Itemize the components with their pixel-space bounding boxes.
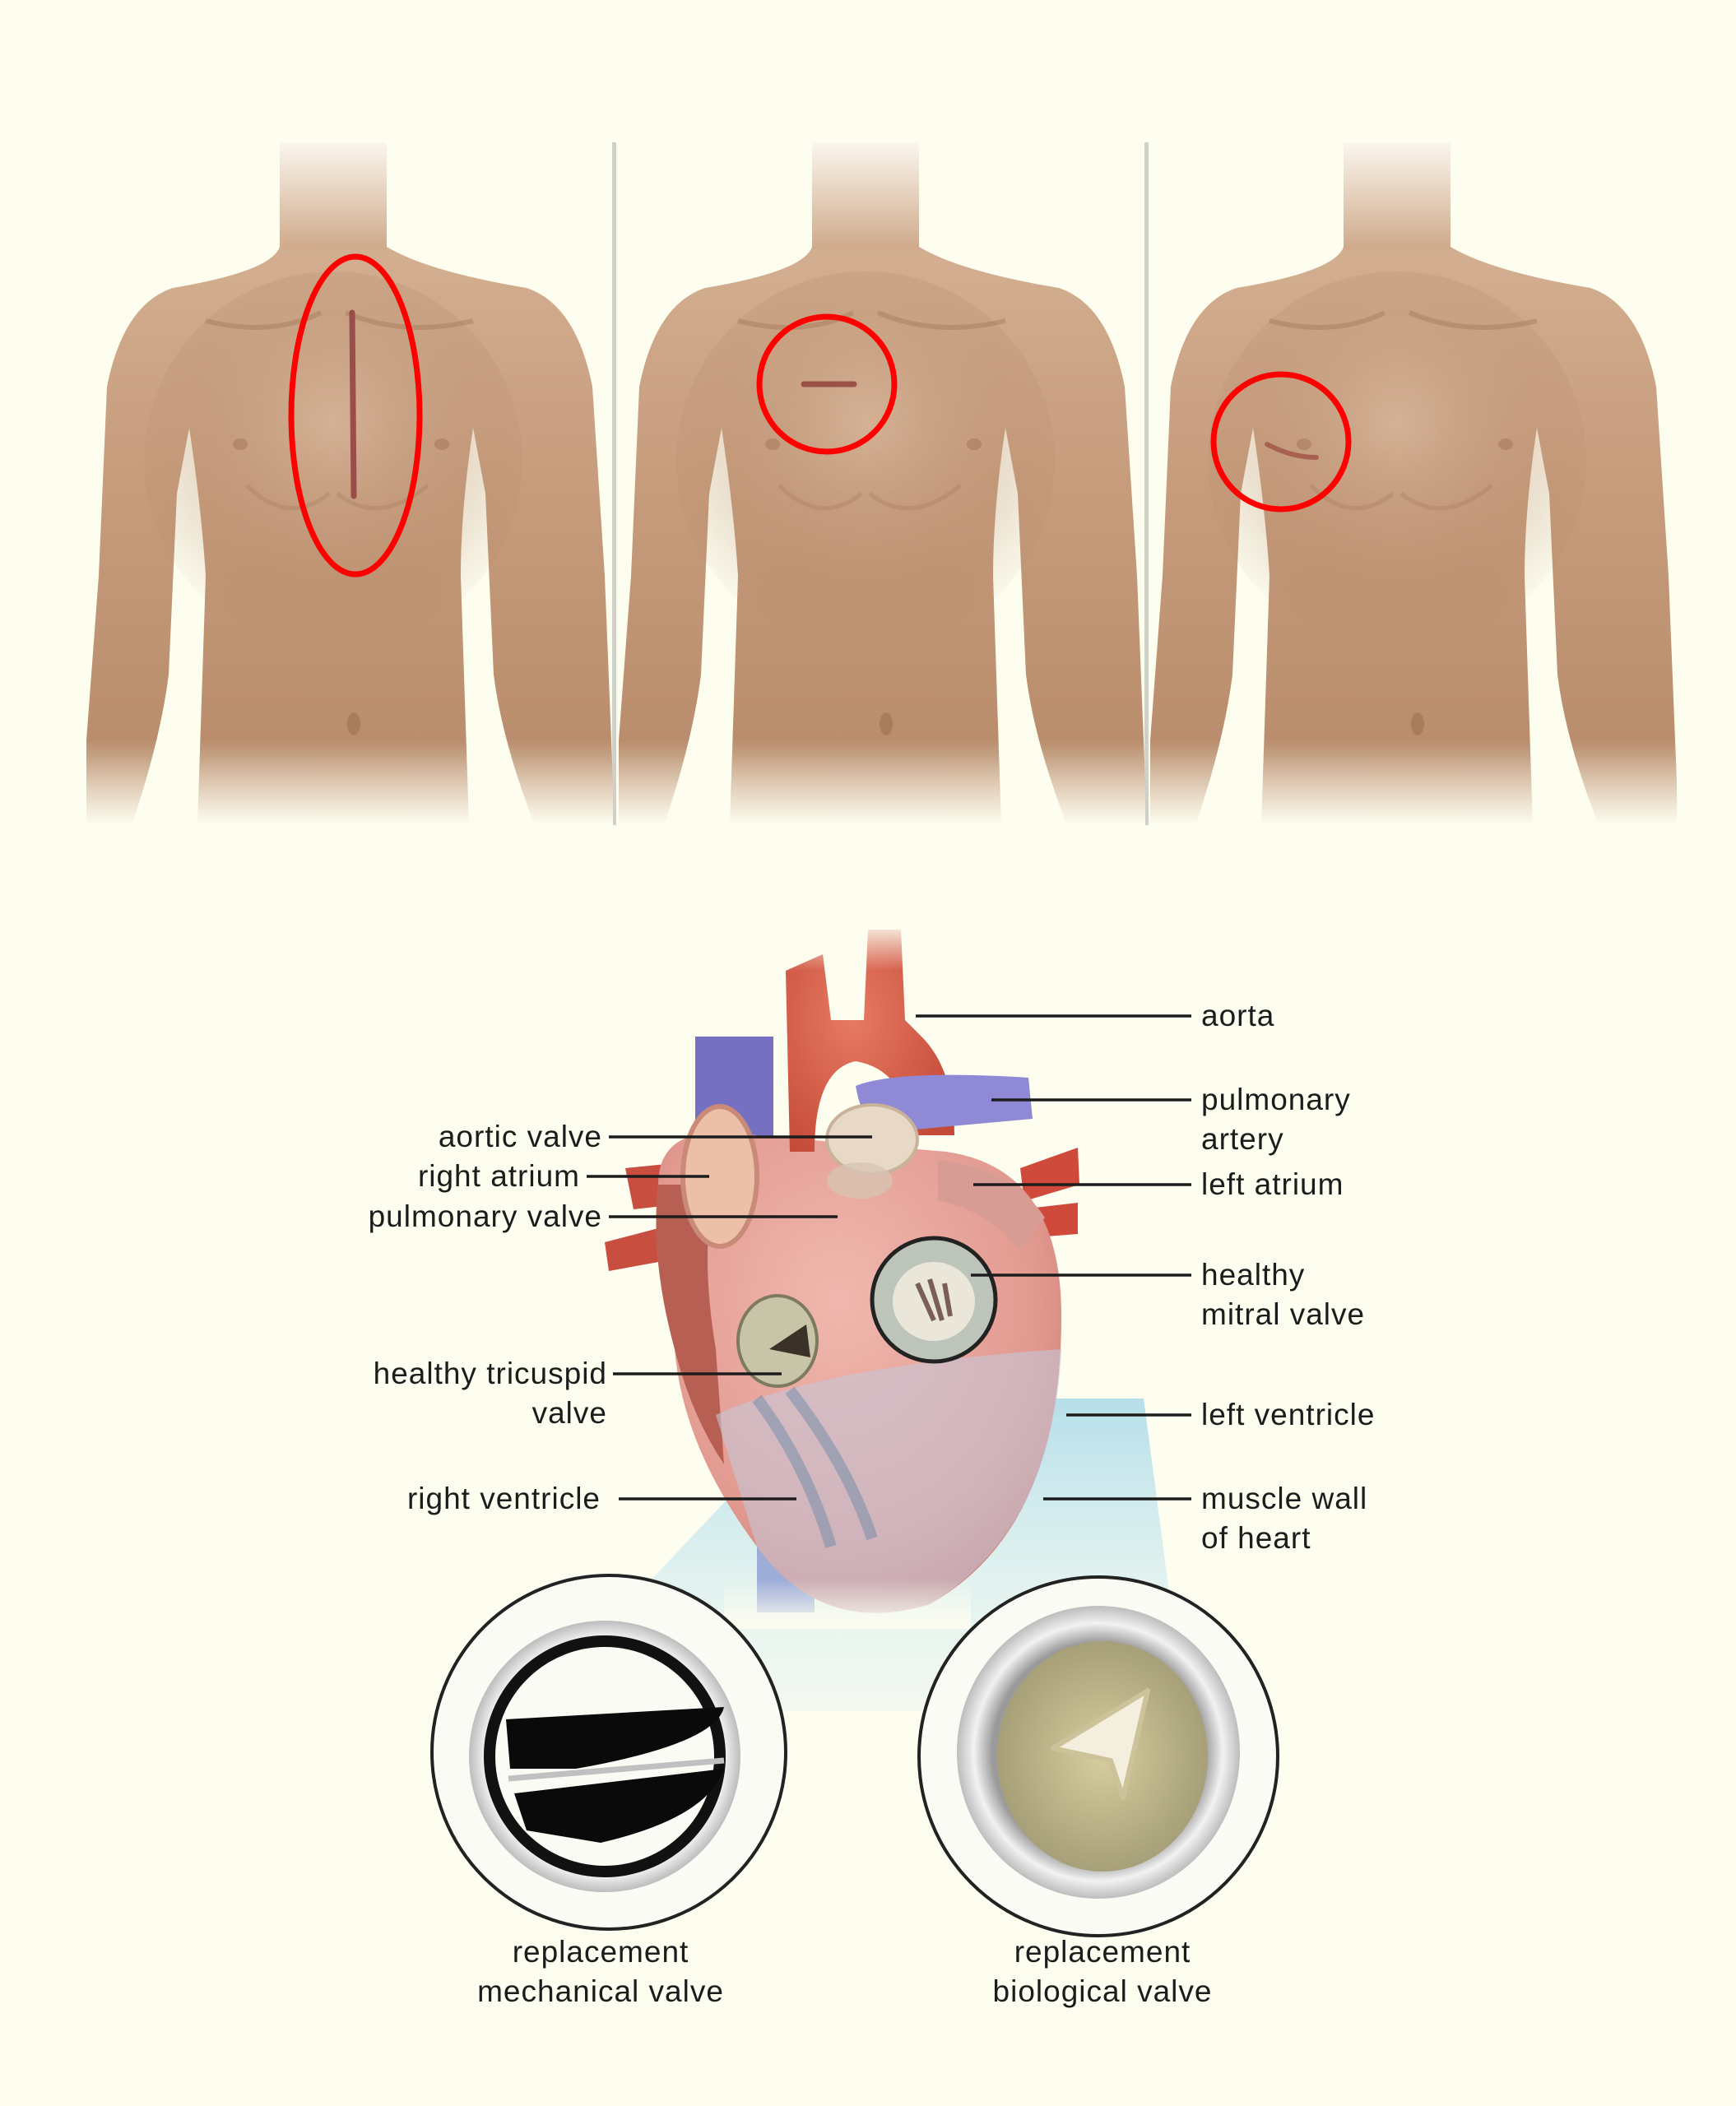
incision-highlight-circle [1210,371,1352,513]
label-healthy-mitral-valve: healthy mitral valve [1201,1258,1366,1331]
heart-diagram [527,921,1185,1711]
incision-highlight-ellipse [288,253,423,578]
torso-icon [86,142,613,825]
panel-divider [612,142,616,825]
label-healthy-tricuspid-valve: healthy tricuspid valve [373,1357,607,1430]
label-left-atrium: left atrium [1201,1167,1344,1201]
mechanical-valve-icon [430,1574,787,1931]
label-aortic-valve: aortic valve [438,1120,602,1153]
panel-divider [1144,142,1149,825]
incision-panels [86,142,1677,825]
label-right-atrium: right atrium [417,1159,580,1193]
biological-valve-icon [917,1575,1279,1937]
label-aorta: aorta [1201,999,1275,1032]
label-pulmonary-artery: pulmonary artery [1201,1083,1351,1156]
label-muscle-wall: muscle wall of heart [1201,1482,1368,1555]
leader-lines [587,1014,1191,1501]
label-right-ventricle: right ventricle [406,1482,601,1515]
sternotomy-scar [349,309,357,499]
caption-biological-valve: replacement biological valve [992,1935,1213,2008]
thoracotomy-scar [1265,442,1319,460]
label-left-ventricle: left ventricle [1201,1398,1376,1431]
label-pulmonary-valve: pulmonary valve [368,1199,602,1233]
incision-highlight-circle [756,313,898,455]
caption-mechanical-valve: replacement mechanical valve [477,1935,724,2008]
